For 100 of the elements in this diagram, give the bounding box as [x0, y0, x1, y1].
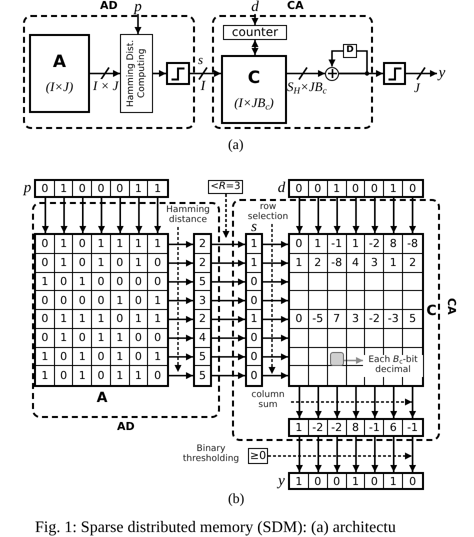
matrix-cell: 0	[92, 272, 111, 292]
arrow	[409, 198, 416, 233]
threshold-block	[383, 62, 406, 85]
address-matrix	[34, 233, 169, 387]
matrix-cell: -8	[403, 235, 422, 254]
matrix-cell: 1	[148, 348, 167, 366]
vector-cell: 0	[308, 181, 328, 196]
matrix-cell: 0	[92, 366, 111, 385]
arrow	[98, 198, 105, 233]
vector-cell: 8	[346, 420, 366, 435]
matrix-cell: 4	[346, 254, 366, 272]
matrix-cell: 1	[290, 254, 309, 272]
bus-width-label: I	[200, 80, 207, 94]
matrix-cell: 0	[54, 272, 74, 292]
matrix-cell: 0	[92, 348, 111, 366]
vector-cell: 0	[92, 181, 111, 196]
matrix-cell: 2	[403, 254, 422, 272]
matrix-cell: 0	[92, 291, 111, 310]
adder-circle	[325, 66, 339, 80]
vector-cell: 2	[195, 254, 210, 272]
matrix-cell: 0	[73, 291, 92, 310]
vector-cell: 0	[328, 474, 347, 488]
arrow	[212, 372, 245, 380]
arrow	[390, 387, 398, 418]
matrix-cell: 0	[148, 328, 167, 348]
vector-cell: 6	[384, 420, 404, 435]
module-title: AD	[117, 421, 135, 433]
matrix-cell: 0	[54, 348, 74, 366]
block-name: C	[248, 68, 260, 88]
block-dimension: (I×JB$_{c}$)	[234, 96, 274, 110]
arrow	[409, 387, 416, 418]
arrow	[328, 50, 343, 66]
matrix-label: A	[96, 391, 108, 406]
arrow	[371, 437, 378, 472]
matrix-cell: -2	[365, 310, 384, 329]
vector-cell-text: 0	[408, 474, 418, 488]
matrix-cell: 0	[110, 310, 130, 329]
signal-label: y	[437, 66, 447, 81]
arrow	[314, 437, 322, 472]
processing-block	[120, 34, 153, 113]
matrix-cell: 0	[73, 235, 92, 254]
arrow	[314, 387, 322, 418]
vector-cell: -2	[328, 420, 347, 435]
matrix-cell: 5	[403, 310, 422, 329]
counter-block: counter	[223, 25, 287, 40]
arrow	[135, 198, 142, 233]
arrow	[263, 316, 288, 323]
edge-label: J	[414, 81, 420, 95]
matrix-cell: 0	[148, 254, 167, 272]
vector-cell: 1	[247, 254, 261, 272]
edge-label: I × J	[93, 79, 118, 93]
matrix-cell: 1	[36, 272, 55, 292]
matrix-cell: 1	[92, 254, 111, 272]
matrix-cell: 0	[36, 328, 55, 348]
distance-vector	[193, 233, 212, 387]
matrix-cell: 0	[290, 235, 309, 254]
matrix-cell: 1	[73, 348, 92, 366]
module-boundary	[23, 15, 195, 129]
arrow	[153, 70, 166, 77]
matrix-cell: -3	[384, 310, 404, 329]
vector-cell: 1	[130, 181, 148, 196]
block-label: Hamming Dist. Computing	[126, 38, 148, 110]
panel-label: (a)	[228, 138, 245, 154]
arrow	[169, 316, 193, 323]
matrix-cell: -8	[328, 254, 347, 272]
arrow	[134, 14, 142, 34]
arrow	[212, 316, 245, 323]
matrix-cell: 7	[328, 310, 347, 329]
panel-label: (b)	[228, 492, 246, 508]
matrix-cell: 1	[73, 366, 92, 385]
vector-label: d	[276, 180, 286, 196]
matrix-cell: 1	[110, 235, 130, 254]
arrow	[263, 372, 288, 380]
threshold-condition: ≥0	[248, 448, 268, 464]
matrix-cell: 0	[36, 254, 55, 272]
matrix-cell: 1	[130, 310, 148, 329]
matrix-cell-text: 0	[153, 368, 162, 384]
matrix-cell: -2	[365, 235, 384, 254]
vector-cell-text: 1	[153, 181, 162, 196]
signal-label: p	[133, 0, 143, 14]
matrix-cell: 0	[36, 310, 55, 329]
arrow	[154, 198, 162, 233]
annotation-text: Each B$_{c}$-bit decimal	[363, 355, 423, 377]
matrix-cell: 1	[92, 328, 111, 348]
arrow	[263, 334, 288, 342]
vector-cell: 0	[290, 181, 309, 196]
matrix-cell: 0	[130, 348, 148, 366]
matrix-cell: 1	[148, 291, 167, 310]
arrow	[116, 198, 124, 233]
arrow	[390, 437, 398, 472]
vector-cell: 0	[247, 328, 261, 348]
arrow	[212, 240, 245, 248]
matrix-cell: 1	[130, 254, 148, 272]
vector-label: y	[276, 473, 286, 489]
arrow	[263, 297, 288, 304]
matrix-cell: -1	[328, 235, 347, 254]
arrow	[263, 240, 288, 248]
arrow	[263, 260, 288, 267]
matrix-cell: 0	[36, 291, 55, 310]
vector-cell: 0	[365, 474, 384, 488]
